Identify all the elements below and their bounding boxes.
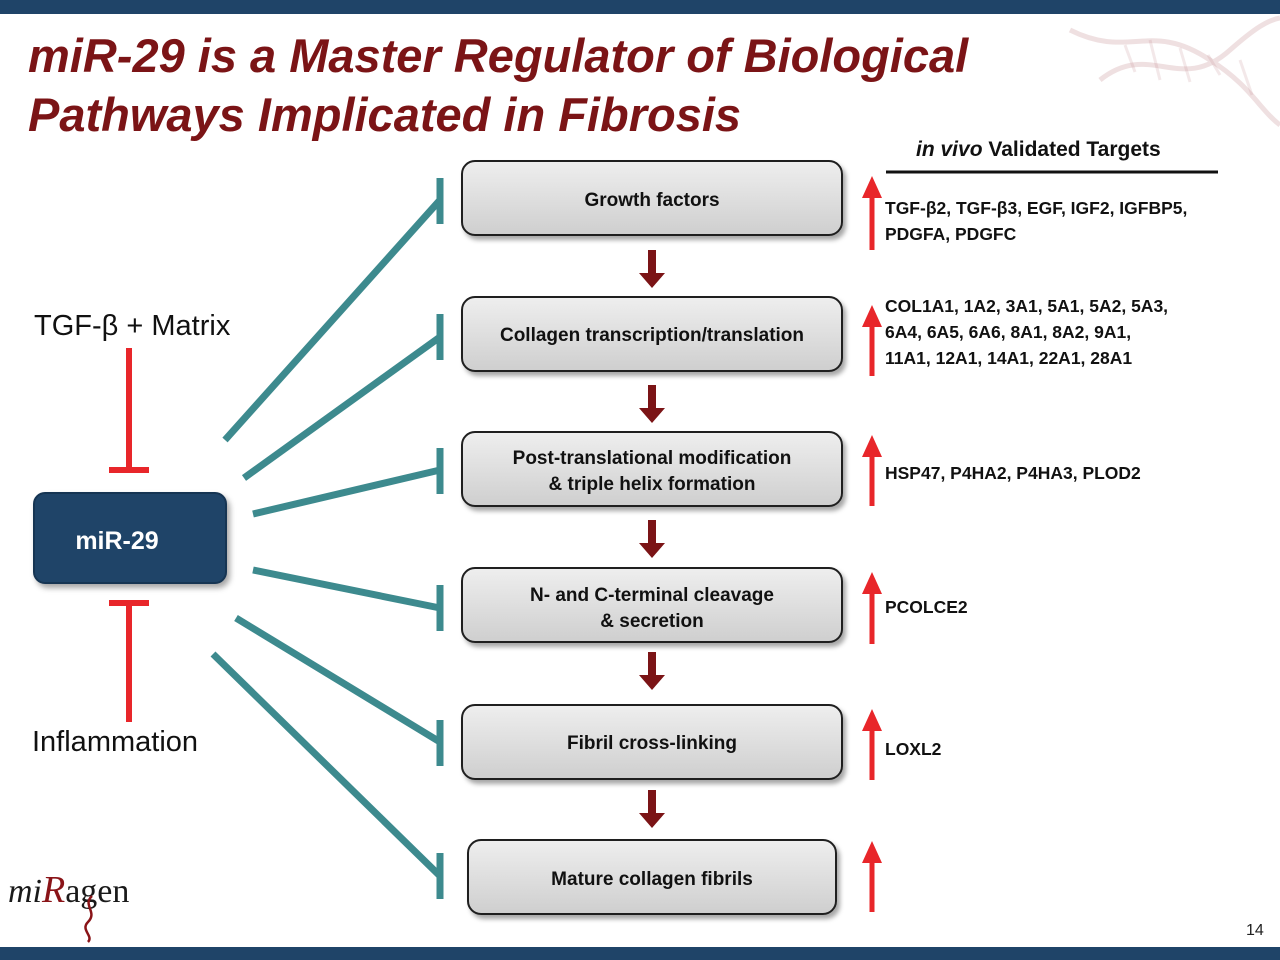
page-number: 14 — [1246, 922, 1264, 939]
target-line: TGF-β2, TGF-β3, EGF, IGF2, IGFBP5, — [885, 198, 1188, 218]
down-arrow-3 — [639, 520, 665, 558]
down-arrow-5 — [639, 790, 665, 828]
mir-inhibition-lines — [210, 178, 444, 899]
mir-29-box: miR-29 — [33, 492, 227, 584]
pathway-box-collagen-transcription: Collagen transcription/translation — [461, 296, 843, 372]
target-line: PCOLCE2 — [885, 597, 968, 617]
pathway-box-label-line-2: & triple helix formation — [548, 474, 756, 495]
up-arrow-4-head — [862, 572, 882, 594]
red-inhibition-symbols — [109, 348, 149, 722]
down-arrow-4 — [639, 652, 665, 690]
miragen-logo: miRagen — [8, 868, 129, 912]
pathway-box-post-translational: Post-translational modification & triple… — [461, 431, 843, 507]
inhibit-line-collagen-transcription — [241, 334, 443, 481]
bottom-bar — [0, 947, 1280, 960]
targets-post-translational: HSP47, P4HA2, P4HA3, PLOD2 — [885, 460, 1141, 486]
pathway-box-label: Post-translational modification — [512, 448, 792, 469]
up-arrow-2-head — [862, 305, 882, 327]
logo-part-c: agen — [65, 873, 130, 910]
down-arrow-2 — [639, 385, 665, 423]
pathway-box-label: Collagen transcription/translation — [499, 325, 805, 346]
pathway-box-label: Fibril cross-linking — [567, 733, 737, 754]
pathway-box-fibril-cross-linking: Fibril cross-linking — [461, 704, 843, 780]
inhibit-line-cleavage — [252, 566, 441, 612]
up-arrow-3-head — [862, 435, 882, 457]
logo-part-a: mi — [8, 873, 42, 910]
pathway-box-label: Growth factors — [584, 190, 720, 211]
up-arrow-6-head — [862, 841, 882, 863]
targets-header: in vivo Validated Targets — [916, 138, 1161, 162]
targets-growth-factors: TGF-β2, TGF-β3, EGF, IGF2, IGFBP5, PDGFA… — [885, 195, 1187, 247]
targets-cross-linking: LOXL2 — [885, 736, 941, 762]
inflammation-label: Inflammation — [32, 726, 199, 758]
slide-title: miR-29 is a Master Regulator of Biologic… — [28, 26, 1088, 144]
pathway-box-label: N- and C-terminal cleavage — [530, 585, 774, 606]
inhibit-line-mature-fibrils — [210, 651, 443, 879]
upregulation-arrows — [862, 176, 882, 912]
tgf-beta-matrix-label: TGF-β + Matrix — [34, 310, 231, 342]
targets-header-italic: in vivo — [916, 138, 983, 161]
title-line-1: miR-29 is a Master Regulator of Biologic… — [28, 29, 969, 82]
targets-header-rest: Validated Targets — [988, 138, 1161, 161]
mir-29-label: miR-29 — [75, 527, 159, 555]
pathway-box-label: Mature collagen fibrils — [551, 869, 753, 890]
up-arrow-5-head — [862, 709, 882, 731]
targets-collagens: COL1A1, 1A2, 3A1, 5A1, 5A2, 5A3, 6A4, 6A… — [885, 293, 1168, 371]
inhibit-line-post-translational — [252, 466, 441, 518]
inhibit-line-growth-factors — [222, 197, 443, 443]
target-line: COL1A1, 1A2, 3A1, 5A1, 5A2, 5A3, — [885, 296, 1169, 316]
title-line-2: Pathways Implicated in Fibrosis — [28, 88, 742, 141]
pathway-box-growth-factors: Growth factors — [461, 160, 843, 236]
target-line: PDGFA, PDGFC — [885, 224, 1017, 244]
up-arrow-1-head — [862, 176, 882, 198]
top-bar — [0, 0, 1280, 14]
inhibit-line-cross-linking — [234, 615, 442, 745]
targets-cleavage: PCOLCE2 — [885, 594, 968, 620]
pathway-down-arrows — [639, 250, 665, 828]
target-line: 6A4, 6A5, 6A6, 8A1, 8A2, 9A1, — [885, 322, 1132, 342]
pathway-box-label-line-2: & secretion — [600, 611, 704, 632]
logo-part-b: R — [42, 869, 66, 911]
down-arrow-1 — [639, 250, 665, 288]
pathway-box-cleavage-secretion: N- and C-terminal cleavage & secretion — [461, 567, 843, 643]
pathway-box-mature-collagen-fibrils: Mature collagen fibrils — [467, 839, 837, 915]
target-line: 11A1, 12A1, 14A1, 22A1, 28A1 — [885, 348, 1133, 368]
target-line: LOXL2 — [885, 739, 942, 759]
target-line: HSP47, P4HA2, P4HA3, PLOD2 — [885, 463, 1141, 483]
